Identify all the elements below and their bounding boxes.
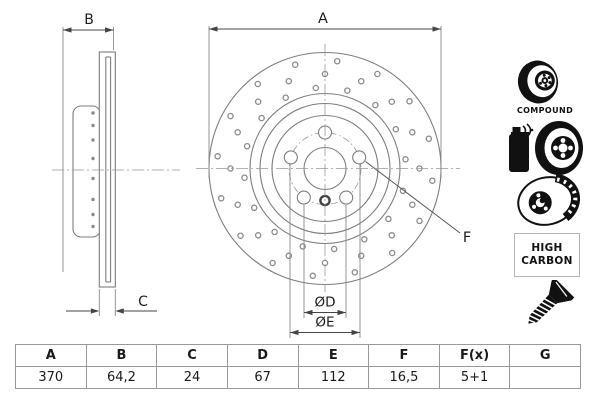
high-carbon-line2: CARBON bbox=[521, 255, 573, 267]
col-header-fx: F(x) bbox=[438, 344, 511, 367]
f-leader-line bbox=[365, 161, 461, 234]
front-view: A ØD ØE F bbox=[196, 11, 471, 338]
col-header-a: A bbox=[15, 344, 87, 367]
col-header-c: C bbox=[156, 344, 228, 367]
dimensions-table: A B C D E F F(x) G 370 64,2 24 67 112 16… bbox=[15, 344, 581, 389]
value-c: 24 bbox=[156, 366, 228, 389]
value-g bbox=[509, 366, 581, 389]
hat-dimple-dots bbox=[91, 111, 95, 229]
high-carbon-line1: HIGH bbox=[531, 242, 563, 254]
dimple-pattern bbox=[214, 57, 436, 280]
spray-coated-disc-icon bbox=[506, 118, 586, 176]
value-a: 370 bbox=[15, 366, 87, 389]
a-label: A bbox=[318, 11, 328, 27]
col-header-d: D bbox=[226, 344, 299, 367]
high-carbon-badge: HIGH CARBON bbox=[514, 233, 580, 277]
diameter-e-label: ØE bbox=[315, 315, 334, 331]
friction-ring-profile bbox=[98, 51, 116, 288]
col-header-e: E bbox=[297, 344, 370, 367]
c-label: C bbox=[138, 294, 148, 310]
col-header-g: G bbox=[509, 344, 581, 367]
value-f: 16,5 bbox=[368, 366, 440, 389]
value-fx: 5+1 bbox=[438, 366, 511, 389]
value-d: 67 bbox=[226, 366, 299, 389]
value-b: 64,2 bbox=[85, 366, 158, 389]
f-label: F bbox=[463, 230, 471, 246]
side-view: B C bbox=[52, 12, 180, 316]
col-header-f: F bbox=[368, 344, 440, 367]
compound-label: COMPOUND bbox=[516, 106, 574, 115]
table-header-row: A B C D E F F(x) G bbox=[15, 344, 581, 367]
compound-disc-icon bbox=[516, 58, 562, 106]
vented-disc-icon bbox=[512, 174, 584, 230]
diameter-d-label: ØD bbox=[314, 295, 335, 311]
disc-hat-profile bbox=[72, 105, 102, 238]
drawing-svg: B C bbox=[52, 11, 471, 338]
col-header-b: B bbox=[85, 344, 158, 367]
mounting-screw-icon bbox=[512, 280, 582, 338]
b-label: B bbox=[84, 12, 94, 28]
table-value-row: 370 64,2 24 67 112 16,5 5+1 bbox=[15, 366, 581, 389]
value-e: 112 bbox=[297, 366, 370, 389]
